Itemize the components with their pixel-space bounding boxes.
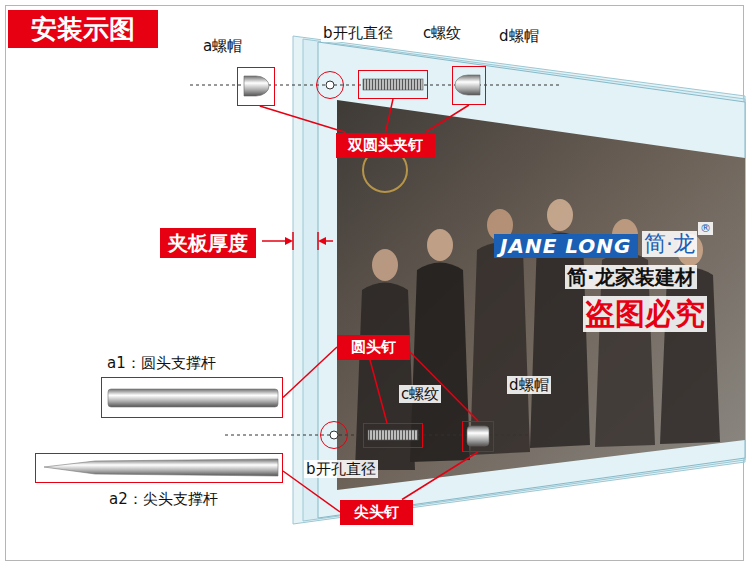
- registered-mark: ®: [698, 222, 713, 235]
- nut-a: [244, 76, 269, 96]
- leader-connector: [283, 347, 337, 398]
- box-text: 双圆头夹钉: [348, 136, 423, 154]
- hole-callout: b开孔直径: [316, 71, 344, 99]
- brand-band: JANE LONG: [494, 234, 638, 258]
- poster-photo: [337, 100, 745, 490]
- nut-callout: d螺帽: [452, 66, 486, 105]
- round-rod: [108, 389, 278, 407]
- part-name-box: 双圆头夹钉: [336, 133, 435, 158]
- part-label: a2：尖头支撑杆: [107, 490, 220, 508]
- box-text: 夹板厚度: [168, 231, 248, 255]
- thread-callout: c螺纹: [363, 423, 423, 448]
- part-label: d螺帽: [497, 27, 541, 45]
- part-label: d螺帽: [507, 376, 551, 394]
- leader-connector: [386, 99, 394, 133]
- part-name-box: 圆头钉: [337, 335, 410, 360]
- rod-callout: a2：尖头支撑杆: [35, 453, 283, 483]
- brand-name: 简·龙: [642, 231, 697, 257]
- part-label: c螺纹: [421, 24, 463, 42]
- nut-callout: a螺帽: [237, 67, 275, 106]
- leader-connector: [370, 360, 387, 424]
- box-text: 尖头钉: [354, 503, 399, 521]
- watermark: 简·龙家装建材: [565, 265, 697, 289]
- thickness-dimension: [262, 232, 333, 250]
- title-box: 安装示图: [8, 10, 158, 48]
- box-text: JANE LONG: [500, 234, 631, 258]
- thread-callout: c螺纹: [358, 70, 428, 99]
- watermark: 盗图必究: [583, 296, 707, 332]
- part-label: b开孔直径: [304, 460, 378, 478]
- part-label: a1：圆头支撑杆: [105, 354, 218, 372]
- hole-callout: b开孔直径: [320, 421, 348, 449]
- rod-callout: a1：圆头支撑杆: [101, 377, 283, 418]
- hole: [330, 431, 338, 439]
- thread: [368, 430, 418, 440]
- glass-front: [318, 42, 745, 518]
- nut: [467, 426, 489, 446]
- part-label: a螺帽: [201, 37, 244, 55]
- hole: [326, 81, 334, 89]
- nut-d: [455, 75, 480, 95]
- leader-connector: [260, 106, 346, 133]
- dimension-box: 夹板厚度: [160, 228, 256, 258]
- poster-figures: [355, 148, 720, 470]
- part-label: c螺纹: [399, 385, 441, 403]
- thread: [363, 79, 423, 90]
- glass-middle: [303, 39, 745, 521]
- leader-connector: [402, 452, 478, 500]
- nut-callout: d螺帽: [462, 421, 494, 452]
- part-label: b开孔直径: [321, 24, 395, 42]
- box-text: 圆头钉: [351, 338, 396, 356]
- part-name-box: 尖头钉: [340, 500, 413, 525]
- title-text: 安装示图: [31, 14, 135, 44]
- pointed-rod: [44, 459, 278, 476]
- glass-back: [293, 36, 745, 524]
- leader-connector: [425, 105, 469, 133]
